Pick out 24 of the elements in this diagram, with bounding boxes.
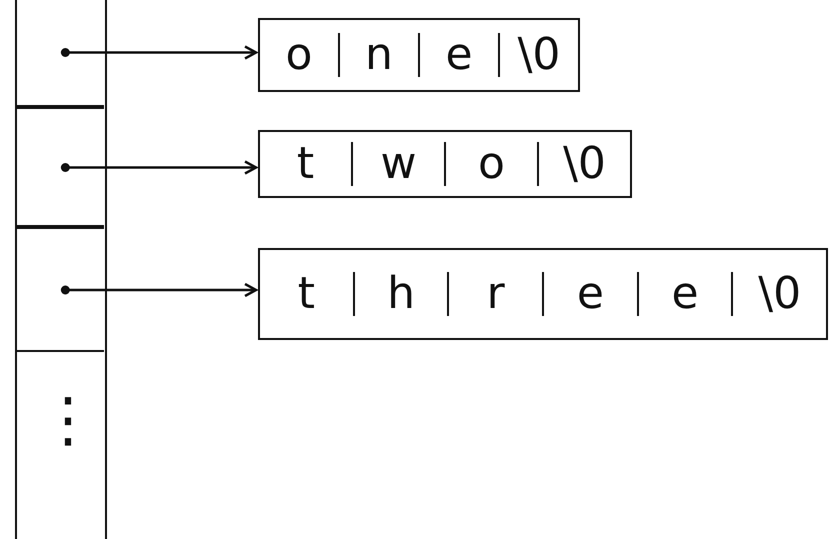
character-cell: \0 <box>731 272 826 316</box>
pointer-arrow <box>60 45 258 60</box>
character-cell: \0 <box>498 33 578 77</box>
character-cell: \0 <box>537 142 630 186</box>
character-cell: e <box>418 33 498 77</box>
pointer-cell <box>17 107 104 227</box>
character-cell: w <box>351 142 444 186</box>
ellipsis-mark: ⋮ <box>38 390 98 450</box>
character-cell: h <box>352 272 448 316</box>
character-cell: e <box>636 272 732 316</box>
character-cell: n <box>338 33 418 77</box>
character-cell: e <box>542 272 637 316</box>
pointer-cell <box>17 227 104 352</box>
character-cell: o <box>444 142 537 186</box>
pointer-arrow <box>60 282 258 298</box>
pointer-array <box>15 0 107 539</box>
string-array <box>258 18 580 92</box>
character-cell: r <box>447 272 542 316</box>
character-cell-text: t <box>296 142 316 186</box>
string-array <box>258 248 828 340</box>
character-cell-text: t <box>296 272 316 316</box>
string-array <box>258 130 632 198</box>
character-cell-text: o <box>284 33 314 77</box>
pointer-arrow <box>60 160 258 175</box>
